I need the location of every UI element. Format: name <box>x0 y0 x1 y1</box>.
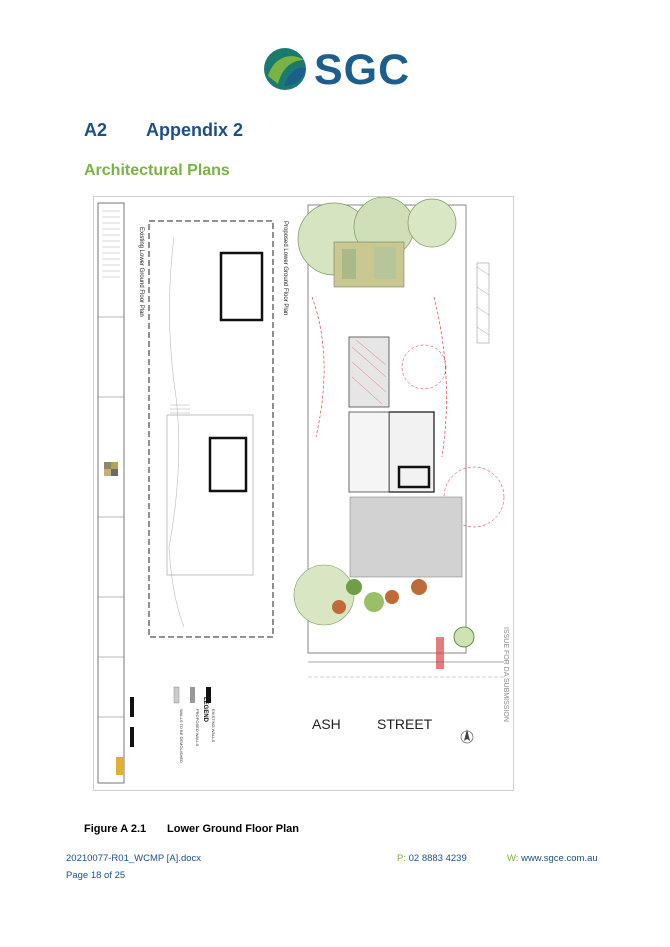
phone-number: 02 8883 4239 <box>408 853 467 864</box>
architectural-plan-image: Existing Lower Ground Floor Plan Propose… <box>93 196 514 791</box>
legend-item-2: PROPOSED WALLS <box>195 709 200 747</box>
floor-plan-drawing: Existing Lower Ground Floor Plan Propose… <box>97 196 509 784</box>
footer-doc-ref: 20210077-R01_WCMP [A].docx <box>66 853 202 864</box>
logo-text: SGC <box>314 46 411 94</box>
street-label-ash: ASH <box>312 716 341 732</box>
sgc-logo-mark-icon <box>264 48 306 90</box>
issue-stamp: ISSUE FOR DA SUBMISSION <box>502 627 509 722</box>
website-link[interactable]: www.sgce.com.au <box>521 853 598 864</box>
figure-title: Lower Ground Floor Plan <box>167 823 299 835</box>
existing-plan-title: Existing Lower Ground Floor Plan <box>138 227 144 317</box>
legend-title: LEGEND <box>202 697 208 723</box>
footer-website: W: www.sgce.com.au <box>507 853 598 864</box>
legend-item-1: EXISTING WALLS <box>211 709 216 743</box>
footer-page-number: Page 18 of 25 <box>66 870 126 881</box>
phone-label: P: <box>397 853 406 864</box>
proposed-plan-title: Proposed Lower Ground Floor Plan <box>282 221 288 315</box>
figure-caption: Figure A 2.1 Lower Ground Floor Plan <box>84 823 299 835</box>
appendix-title: Appendix 2 <box>146 120 244 140</box>
section-subheading: Architectural Plans <box>84 162 230 179</box>
legend-item-3: WALLS TO BE DEMOLISHED <box>179 709 184 763</box>
footer-phone: P: 02 8883 4239 <box>397 853 467 864</box>
street-label-street: STREET <box>377 716 433 732</box>
web-label: W: <box>507 853 519 864</box>
sgc-logo: SGC <box>262 46 412 94</box>
appendix-number: A2 <box>84 120 108 140</box>
appendix-heading: A2 Appendix 2 <box>84 120 243 141</box>
figure-number: Figure A 2.1 <box>84 823 147 835</box>
